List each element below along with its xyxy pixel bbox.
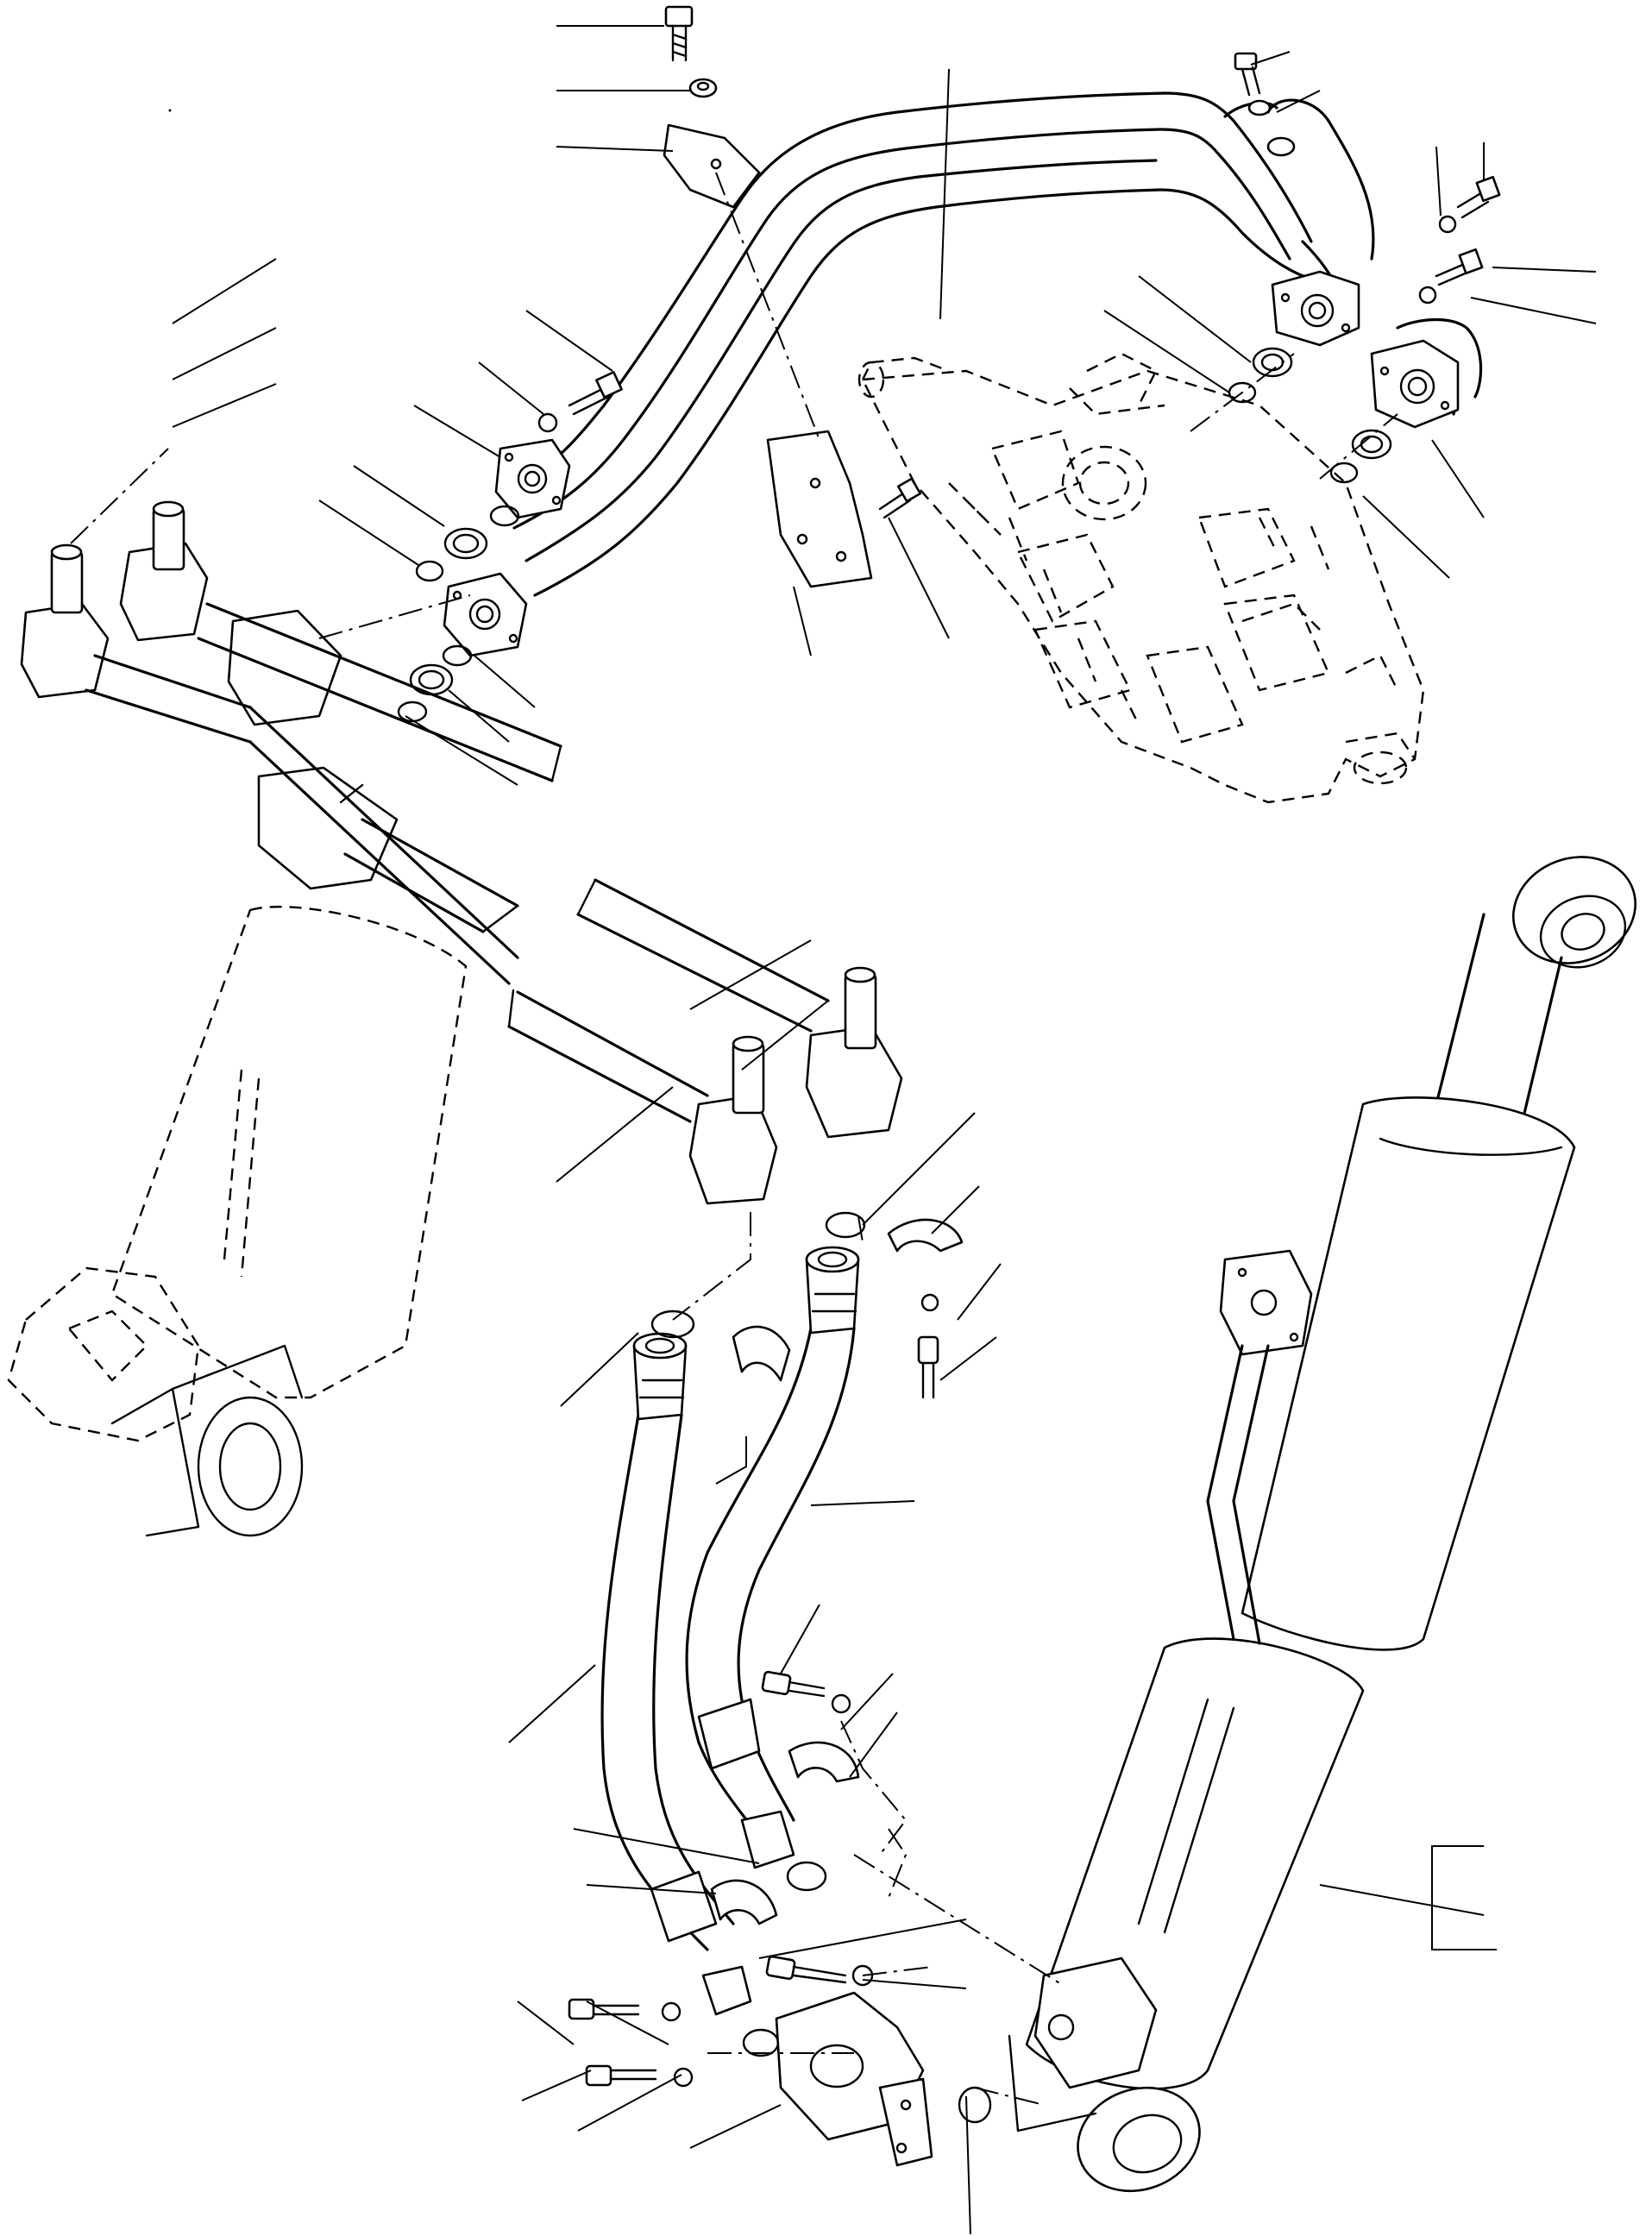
control-valve-outline [857, 352, 1425, 804]
upper-flange-lower [443, 572, 528, 657]
hydraulic-hose-left [600, 1332, 735, 1951]
tube-support-bracket [766, 430, 922, 588]
valve-flange-lower [1370, 339, 1460, 429]
o-ring-set-upper [397, 347, 1392, 723]
valve-flange-upper [1271, 270, 1360, 347]
cap-screws-upper [537, 175, 1501, 433]
right-manifold-blocks [688, 966, 903, 1205]
upper-steel-tube-pair [507, 91, 1483, 597]
stray-dot [168, 109, 172, 112]
hose-end-fittings [650, 1698, 827, 2057]
callout-leader-lines [172, 25, 1597, 2235]
cylinder-side-tube [1206, 1249, 1313, 1645]
left-horizontal-pipes [85, 602, 830, 1123]
hydraulic-hose-right [685, 1246, 860, 1839]
bolt-washer-stack-top [663, 5, 1296, 209]
left-manifold-blocks [20, 500, 399, 890]
boom-cylinder-right [1008, 856, 1637, 2193]
split-flange-halves [710, 1218, 964, 1925]
left-cylinder-dashed [7, 905, 468, 1537]
assembly-center-lines [70, 172, 1398, 2106]
upper-flange-left [494, 438, 571, 519]
bottom-flange-plate [775, 1991, 933, 2167]
cap-screws-lower [568, 1293, 939, 2088]
